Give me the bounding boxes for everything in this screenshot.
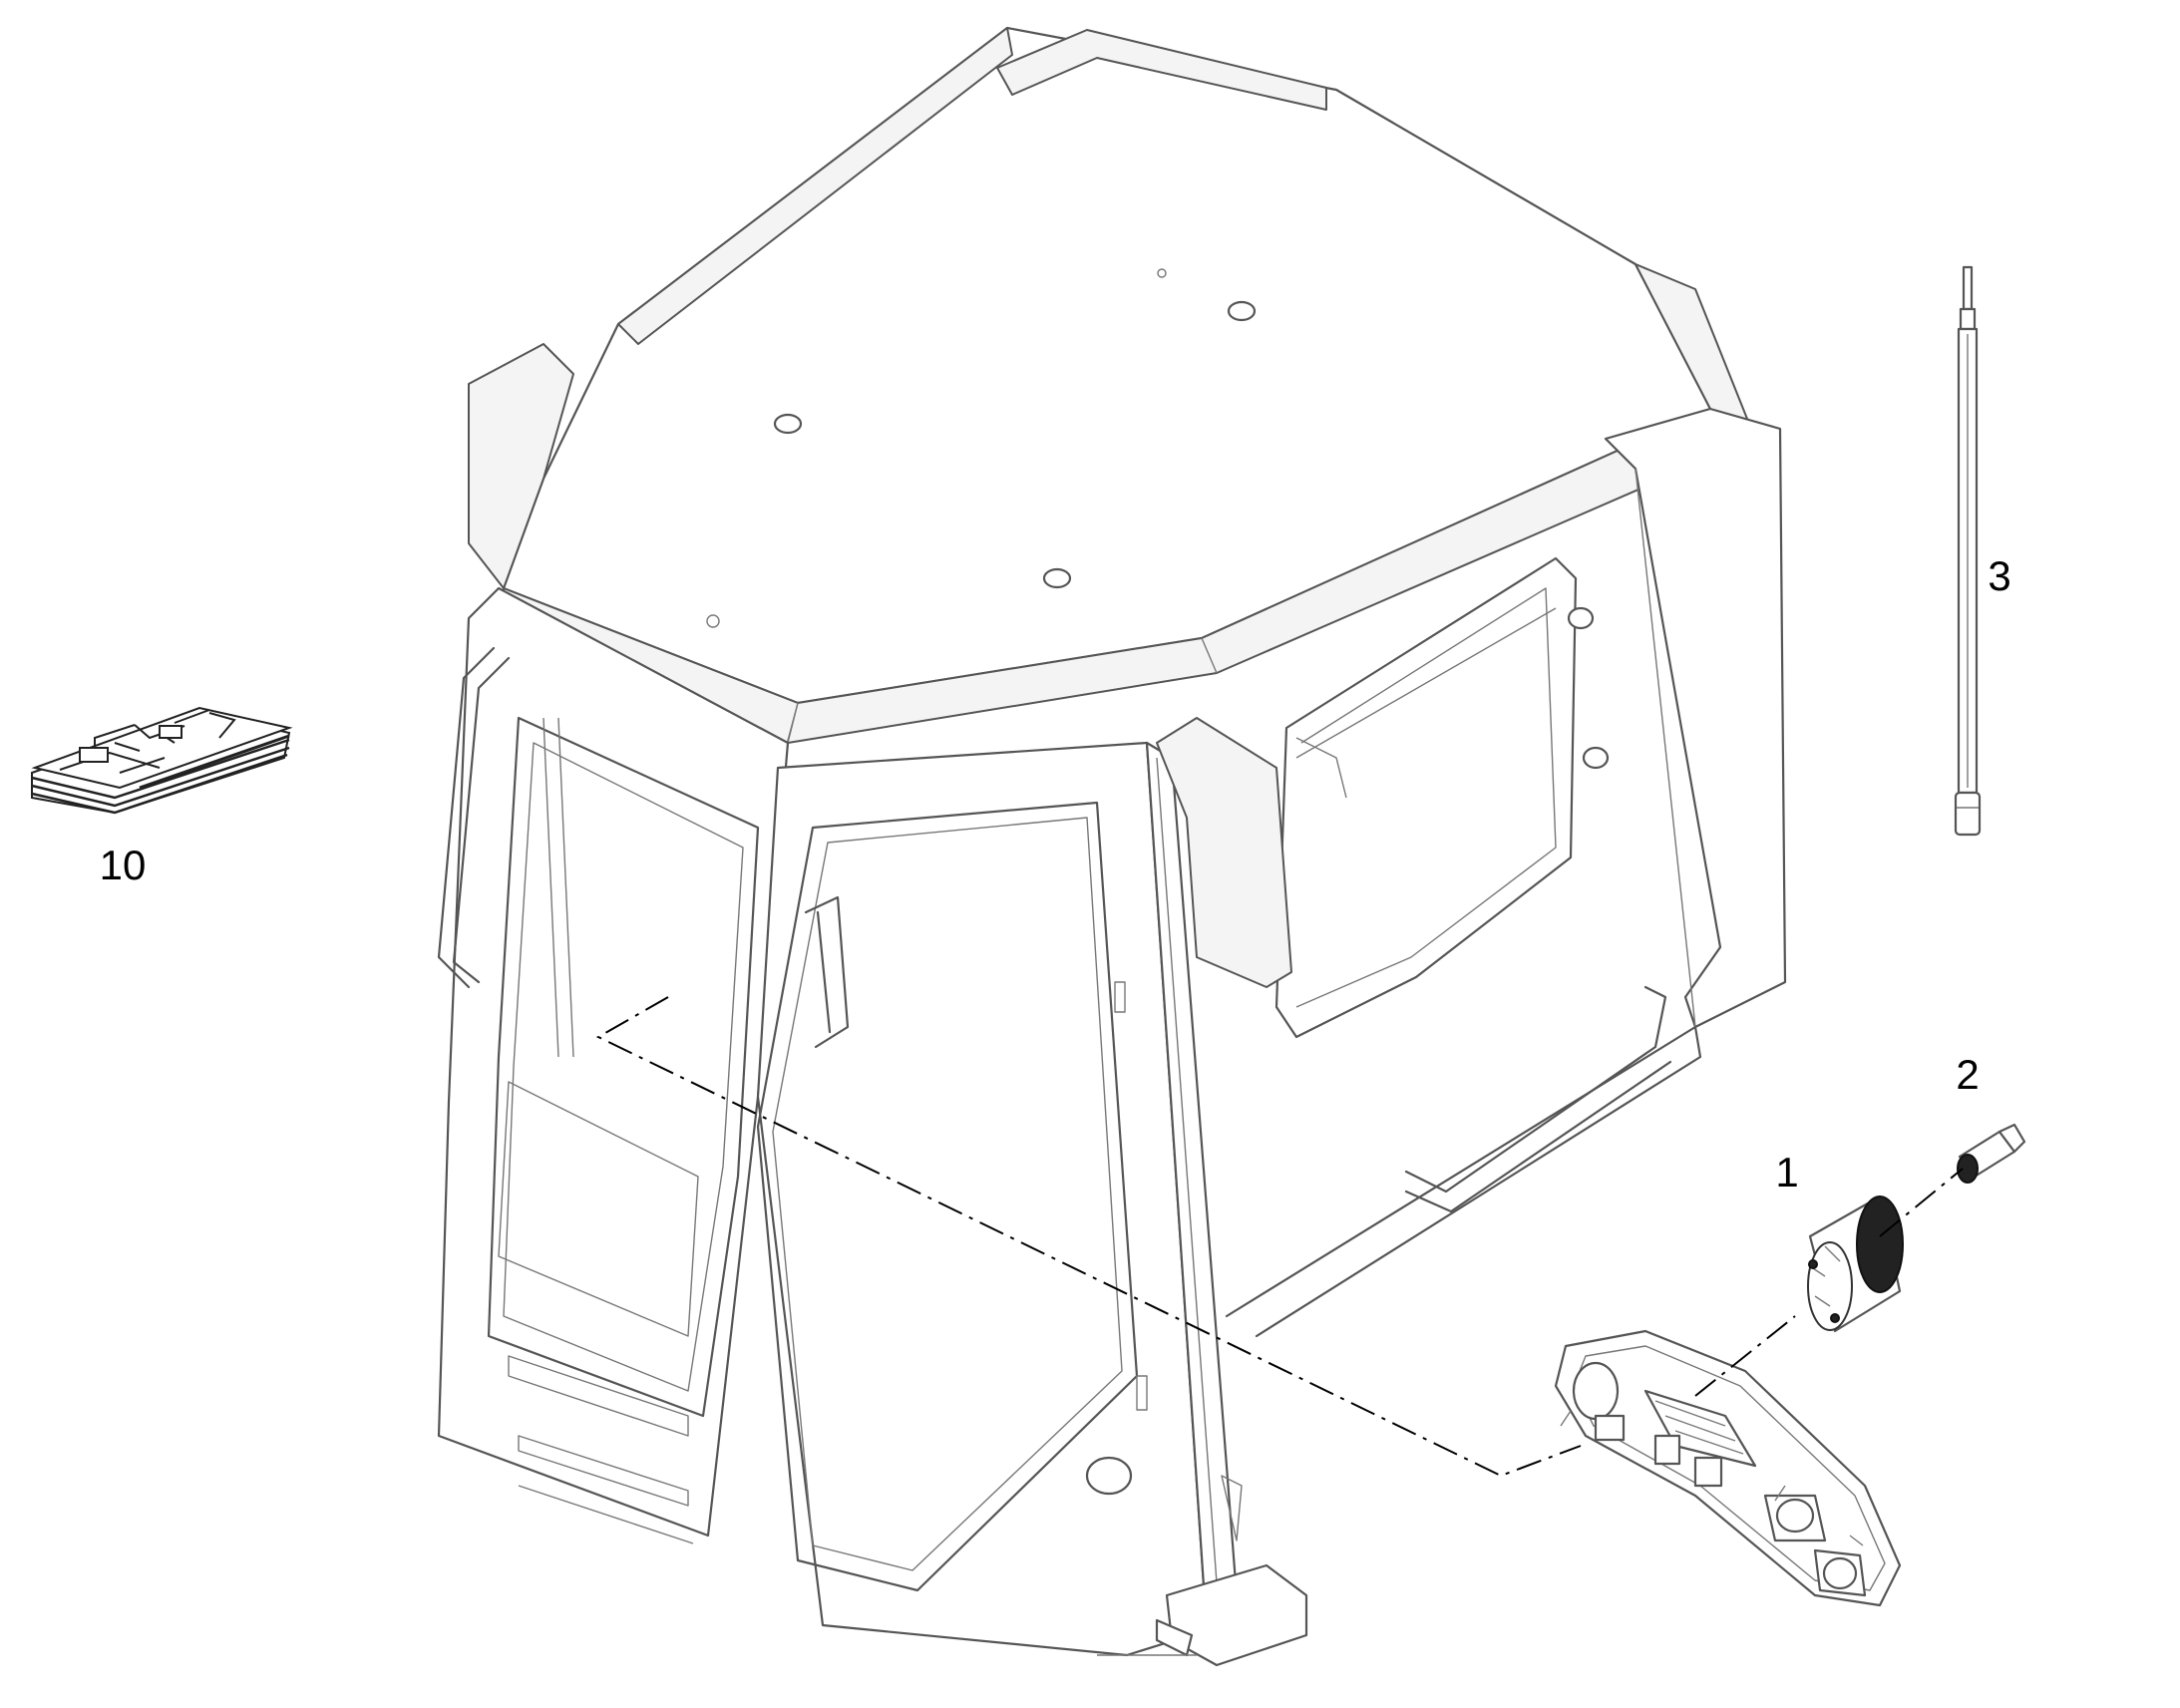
cab-roof-rear-lip	[996, 29, 1327, 111]
cab-right-rear-post	[1604, 407, 1787, 1029]
cab-left-door	[437, 586, 790, 1537]
cab-roof	[502, 26, 1712, 705]
part-antenna-rod	[1954, 265, 1982, 837]
leader-cab-to-panel	[595, 996, 1582, 1478]
callout-part-3: 3	[1988, 552, 2010, 599]
roof-boss	[1227, 300, 1257, 322]
cab-rear-left-bracket	[468, 343, 574, 589]
callout-part-1: 1	[1775, 1149, 1798, 1196]
callout-part-10: 10	[100, 842, 147, 888]
cab-front-door-window	[756, 801, 1139, 1592]
cab-right-lower-rail	[1225, 1025, 1702, 1338]
cab-door-knob	[1085, 1456, 1133, 1496]
callout-part-2: 2	[1956, 1051, 1979, 1098]
part-sensor	[1957, 1123, 2026, 1184]
roof-boss	[1042, 567, 1072, 589]
cab-rear-handrail	[1404, 985, 1667, 1194]
roof-boss	[773, 413, 803, 435]
part-manual	[31, 706, 293, 815]
cab-front-door-handle	[804, 895, 850, 1049]
cab-frame	[437, 26, 1787, 1667]
assembly-leader-lines	[595, 996, 1964, 1478]
leader-gauge-to-panel	[1694, 1315, 1796, 1397]
cab-left-door-window	[487, 716, 760, 1418]
cab-right-side-window	[1274, 556, 1578, 1039]
cab-left-door-handle	[437, 646, 511, 989]
leader-sensor-to-gauge	[1879, 1168, 1964, 1237]
part-gauge	[1807, 1195, 1904, 1333]
instrument-panel	[1554, 1329, 1902, 1607]
cab-door-vent	[508, 1355, 689, 1437]
cab-front-door	[756, 741, 1209, 1657]
cab-pillar-bracket	[1156, 717, 1292, 988]
cab-door-vent	[518, 1435, 689, 1507]
